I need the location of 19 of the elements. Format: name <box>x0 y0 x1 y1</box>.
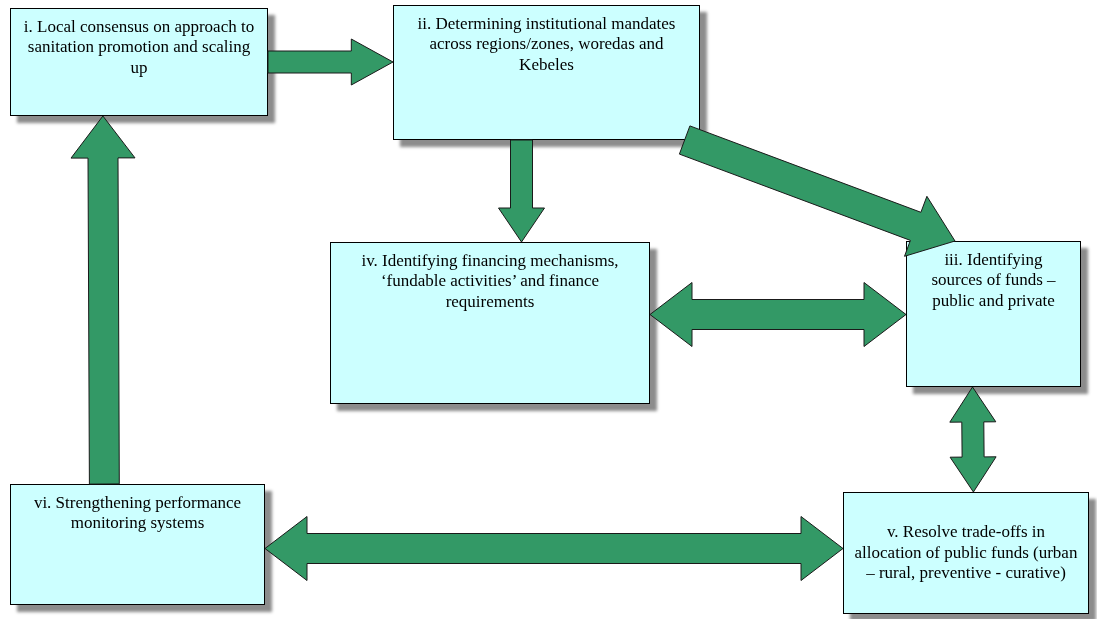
process-box <box>393 5 700 140</box>
box-text: i. Local consensus on approach to sanitation promotion and scaling up <box>22 17 256 79</box>
process-box <box>10 8 268 116</box>
box-text: iv. Identifying financing mechanisms, ‘fundable activities’ and finance requirements <box>360 251 620 313</box>
box-text: iii. Identifying sources of funds – public and private <box>930 250 1057 312</box>
box-text: ii. Determining institutional mandates across regions/zones, woredas and Kebeles <box>416 14 677 76</box>
process-box <box>330 242 650 404</box>
box-text: v. Resolve trade-offs in allocation of public funds (urban – rural, preventive - curative) <box>854 522 1078 584</box>
box-text: vi. Strengthening performance monitoring systems <box>32 493 243 534</box>
block-arrow <box>267 38 394 86</box>
block-arrow <box>678 125 956 257</box>
double-block-arrow <box>264 516 844 581</box>
process-box <box>843 492 1089 614</box>
block-arrow <box>70 115 136 485</box>
process-box <box>10 484 265 605</box>
process-box <box>906 241 1081 387</box>
double-block-arrow <box>649 282 907 347</box>
double-block-arrow <box>949 386 997 493</box>
block-arrow <box>498 139 545 243</box>
